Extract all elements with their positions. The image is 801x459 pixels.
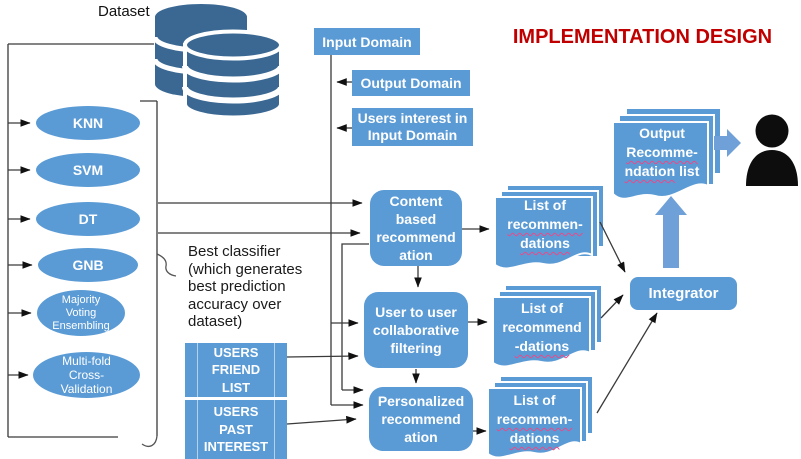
page-title: IMPLEMENTATION DESIGN (512, 26, 773, 48)
classifier-label: KNN (72, 115, 104, 131)
personalized-recommendation-box: Personalized recommend ation (369, 387, 473, 451)
output-domain-box: Output Domain (352, 70, 470, 96)
table-rule (274, 400, 275, 459)
stack-line: dations (509, 430, 560, 446)
user-data-links (286, 352, 359, 425)
list-of-recommendations-3: List of recommen- dations (490, 391, 579, 448)
classifier-ellipse-dt: DT (36, 202, 140, 236)
input-domain-trunk (330, 55, 364, 409)
best-classifier-note: Best classifier (which generates best pr… (188, 243, 303, 330)
classifier-ellipse-multifold-cv: Multi-fold Cross- Validation (33, 352, 140, 398)
output-list-stack (612, 107, 722, 200)
classifier-ellipse-knn: KNN (36, 106, 140, 140)
classifier-label: Majority Voting Ensembling (52, 293, 110, 332)
classifier-label: SVM (72, 162, 104, 178)
stack-feed-links (462, 225, 490, 435)
classifier-ellipse-svm: SVM (36, 153, 140, 187)
users-friend-list-box: USERS FRIEND LIST (185, 343, 287, 397)
stack-line-part: list (679, 163, 700, 179)
stack-line: -dations (514, 338, 570, 354)
classifier-trunk-lines (7, 43, 154, 438)
classifier-ellipse-majority-voting: Majority Voting Ensembling (37, 290, 125, 336)
integrator-feed-links (596, 221, 658, 414)
users-past-interest-label: USERS PAST INTEREST (203, 404, 269, 455)
stack-line: List of (521, 300, 563, 316)
classifier-label: DT (78, 211, 98, 227)
best-classifier-trunk (140, 100, 363, 447)
recommender-chain-links (412, 266, 422, 384)
list-of-recommendations-1: List of recommen- dations (497, 196, 593, 253)
stack-line: recommend (502, 319, 582, 335)
database-icon (152, 4, 284, 120)
users-friend-list-label: USERS FRIEND LIST (211, 344, 261, 395)
stack-line: List of (513, 392, 556, 408)
list-of-recommendations-2: List of recommend -dations (495, 299, 589, 356)
content-based-recommendation-box: Content based recommend ation (370, 190, 462, 266)
content-personalized-link (341, 243, 369, 394)
list-stack-1 (494, 184, 605, 270)
stack-line: recommen- (507, 216, 583, 232)
table-rule (274, 343, 275, 397)
stack-line: List of (524, 197, 566, 213)
users-interest-box: Users interest in Input Domain (352, 108, 473, 146)
integrator-box: Integrator (630, 277, 737, 310)
dataset-label: Dataset (98, 3, 150, 20)
list-stack-3 (487, 375, 594, 459)
stack-line: Output (639, 125, 685, 141)
table-rule (197, 400, 198, 459)
user-icon (746, 114, 798, 186)
classifier-label: GNB (72, 257, 104, 273)
block-arrow-up-icon (655, 196, 687, 268)
stack-line: Recomme- (626, 144, 698, 160)
block-arrow-right-icon (714, 129, 741, 157)
list-stack-2 (492, 284, 603, 368)
stack-line: dations (520, 235, 570, 251)
classifier-ellipse-gnb: GNB (38, 248, 138, 282)
users-past-interest-box: USERS PAST INTEREST (185, 400, 287, 459)
stack-line: recommen- (496, 411, 573, 427)
user-collaborative-filtering-box: User to user collaborative filtering (364, 292, 468, 368)
stack-line-part: ndation (624, 163, 676, 179)
table-rule (197, 343, 198, 397)
classifier-label: Multi-fold Cross- Validation (60, 354, 113, 396)
input-domain-box: Input Domain (314, 28, 420, 55)
